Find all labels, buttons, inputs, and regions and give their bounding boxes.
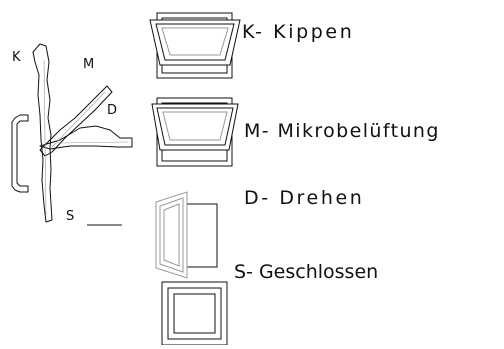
handle-vertical-bar [32,43,53,223]
handle-rose [11,114,29,193]
legend-label-kippen: K- Kippen [242,21,355,43]
window-handle-illustration [11,43,133,226]
drehen-window-icon [155,191,218,279]
legend-label-geschlossen: S- Geschlossen [234,261,379,283]
handle-diagonal-bar [39,85,113,157]
handle-label-k: K [12,50,21,65]
handle-label-d: D [107,103,118,118]
geschlossen-window-icon [161,281,228,346]
handle-label-s: S [66,209,75,224]
legend-label-mikrobelueftung: M- Mikrobelüftung [244,120,440,142]
legend-label-drehen: D- Drehen [244,187,365,209]
handle-horizontal-bar [39,125,133,150]
handle-label-m: M [83,57,95,72]
kippen-window-icon [149,12,241,79]
mikrobelueftung-window-icon [151,97,239,167]
